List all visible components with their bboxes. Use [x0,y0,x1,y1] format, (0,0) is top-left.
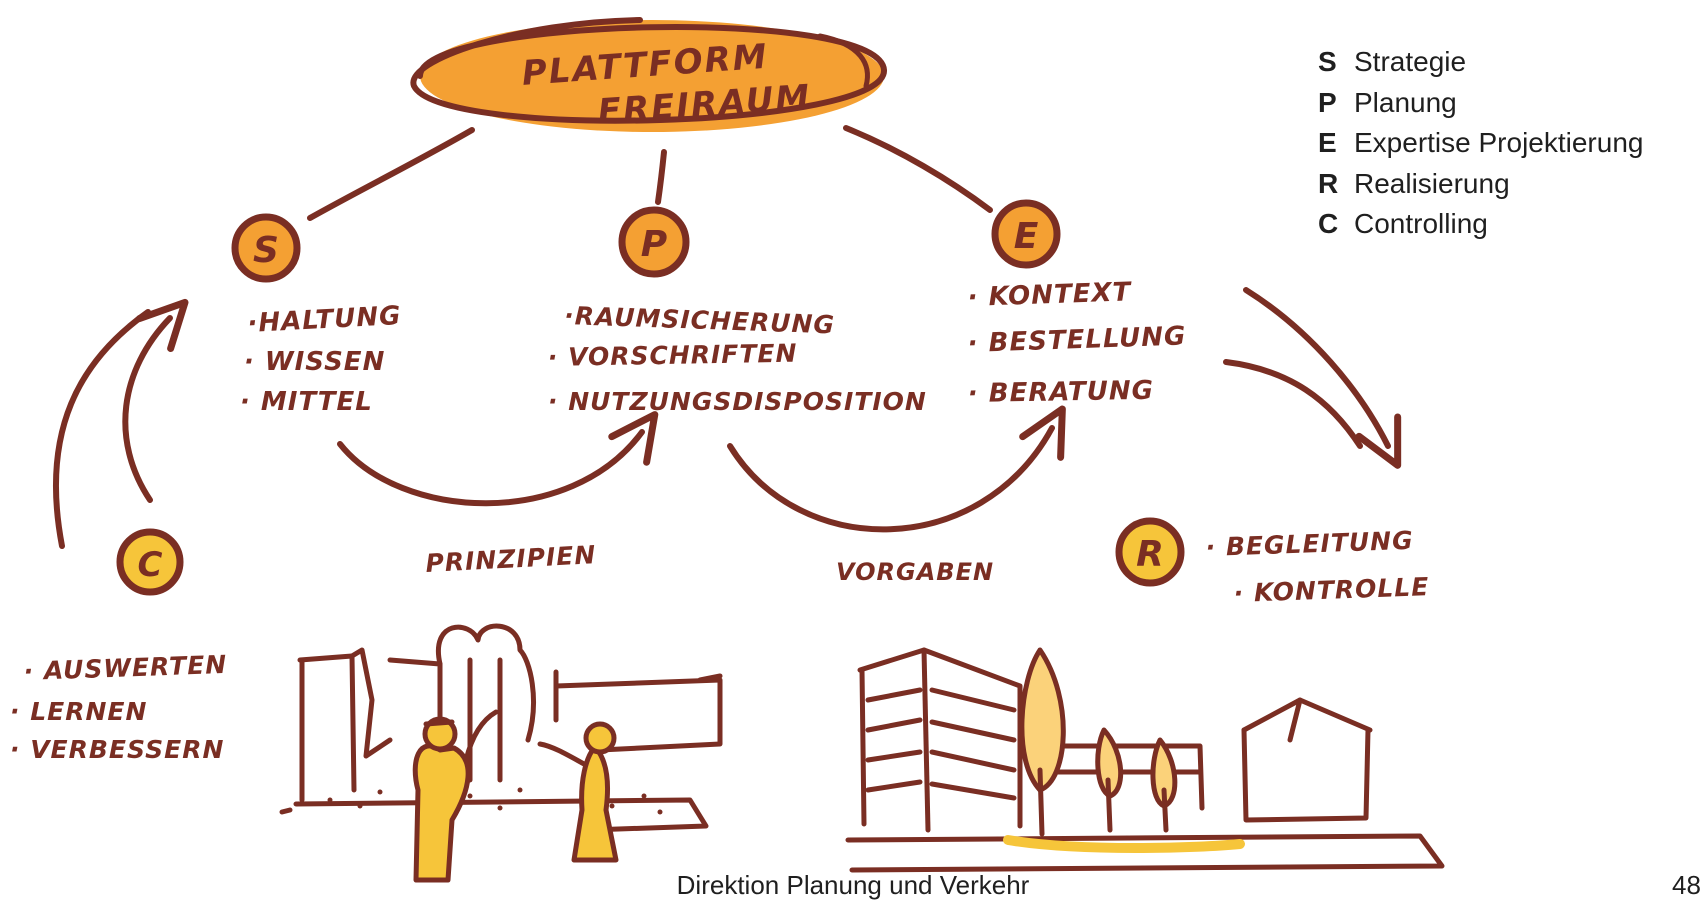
legend-label: Realisierung [1354,167,1510,199]
arrow-s-to-p [337,411,659,507]
list-item: · AUSWERTEN [23,650,227,686]
badge-p: P [618,206,690,278]
badge-r: R [1115,517,1185,587]
list-item: ·RAUMSICHERUNG [564,301,836,339]
svg-text:S: S [253,230,279,271]
legend-label: Planung [1354,86,1457,118]
legend-label: Controlling [1354,208,1488,239]
arrow-p-to-e [727,405,1066,533]
list-item: · VERBESSERN [10,735,224,764]
legend-item: P Planung [1318,83,1643,124]
legend-label: Expertise Projektierung [1354,127,1644,158]
list-item: · KONTROLLE [1233,572,1430,608]
legend-key: R [1318,167,1339,199]
arrow-e-to-r-outer [1243,287,1402,469]
title-bubble [410,17,888,132]
legend-item: E Expertise Projektierung [1318,123,1643,164]
legend-item: R Realisierung [1318,164,1643,205]
list-strategie: ·HALTUNG · WISSEN · MITTEL [240,301,402,417]
list-item: ·HALTUNG [247,301,402,339]
arrow-e-to-r-inner [1223,359,1363,449]
page-number: 48 [1672,870,1701,900]
list-planung: ·RAUMSICHERUNG · VORSCHRIFTEN · NUTZUNGS… [548,301,927,416]
list-controlling: · AUSWERTEN · LERNEN · VERBESSERN [10,650,228,764]
legend-label: Strategie [1354,46,1467,77]
list-expertise: · KONTEXT · BESTELLUNG · BERATUNG [967,277,1187,409]
list-item: · LERNEN [10,697,147,726]
legend-item: C Controlling [1318,204,1643,245]
connector-title-to-p [655,149,667,205]
legend-key: S [1318,46,1337,77]
sketch-park-illustration [279,623,723,883]
legend-key: C [1318,208,1339,239]
svg-text:R: R [1136,534,1164,575]
legend: S Strategie P Planung E Expertise Projektie… [1318,42,1643,245]
footer-text: Direktion Planung und Verkehr [676,870,1030,900]
list-item: · KONTEXT [967,277,1133,313]
svg-text:C: C [138,545,163,585]
list-item: · MITTEL [240,387,373,417]
list-item: · WISSEN [244,347,385,377]
badge-c: C [116,528,184,596]
list-item: · VORSCHRIFTEN [548,339,798,372]
legend-key: P [1318,86,1337,118]
list-realisierung: · BEGLEITUNG · KONTROLLE [1205,526,1430,608]
arrow-c-to-s-inner [122,298,189,503]
legend-key: E [1318,127,1337,158]
flow-label-prinzipien: PRINZIPIEN [425,540,597,578]
list-item: · NUTZUNGSDISPOSITION [548,387,927,416]
badge-s: S [231,213,301,283]
connector-title-to-s [307,127,475,221]
arrow-c-to-s-outer [52,309,151,549]
svg-text:P: P [641,224,667,265]
svg-text:E: E [1014,216,1039,257]
list-item: · BEGLEITUNG [1205,526,1414,562]
connector-title-to-e [843,125,993,213]
list-item: · BERATUNG [968,376,1155,409]
flow-label-vorgaben: VORGABEN [836,558,994,586]
legend-item: S Strategie [1318,42,1643,83]
badge-e: E [991,199,1061,269]
sketch-buildings-illustration [845,647,1445,873]
list-item: · BESTELLUNG [967,321,1187,359]
